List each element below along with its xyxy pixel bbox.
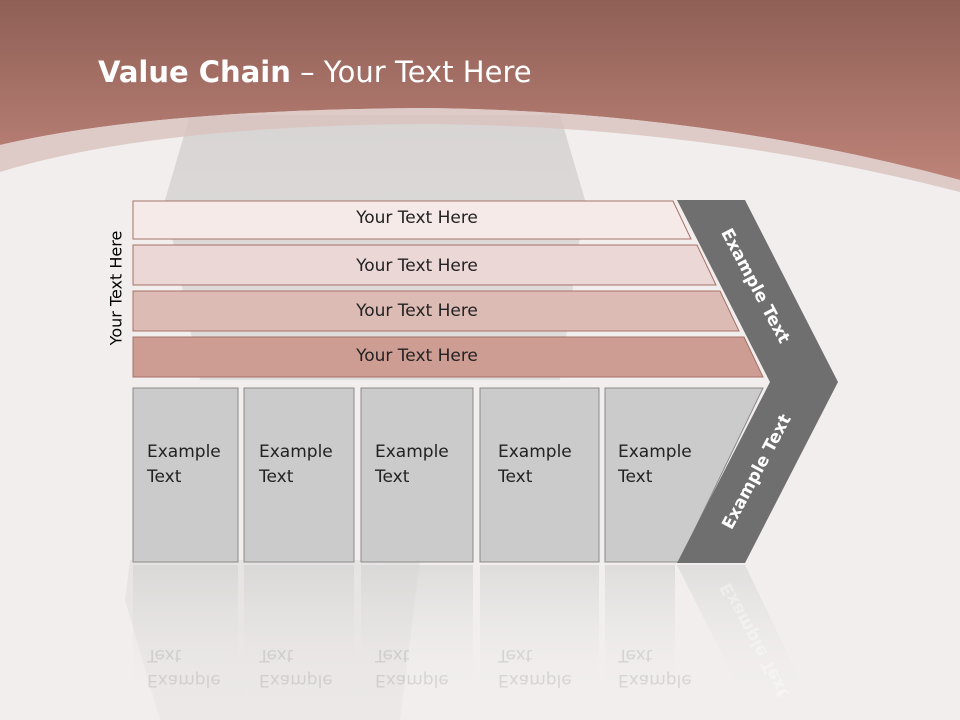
column-label-4-line1: Example <box>498 442 572 462</box>
row-bar-4 <box>132 336 764 378</box>
column-reflection-4 <box>480 565 599 700</box>
column-label-2-line2: Text <box>259 467 294 487</box>
title-rest: – Your Text Here <box>290 55 532 89</box>
chevron-reflection <box>677 565 810 700</box>
column-label-3-line2: Text <box>375 467 410 487</box>
column-reflection-text-3-line2: Text <box>375 645 410 665</box>
column-reflection-text-1: Example Text <box>147 642 221 692</box>
column-reflection-text-3-line1: Example <box>375 670 449 690</box>
column-reflection-text-2-line2: Text <box>259 645 294 665</box>
column-reflection-text-4-line2: Text <box>498 645 533 665</box>
slide-title: Value Chain – Your Text Here <box>98 55 532 89</box>
column-reflection-text-3: Example Text <box>375 642 449 692</box>
column-reflection-3 <box>361 565 473 700</box>
row-bar-3 <box>132 290 740 332</box>
column-reflection-5 <box>605 565 675 700</box>
column-label-4-line2: Text <box>498 467 533 487</box>
column-label-5-line1: Example <box>618 442 692 462</box>
row-label-3: Your Text Here <box>356 301 478 321</box>
column-reflection-text-5-line2: Text <box>618 645 653 665</box>
column-reflection-2 <box>244 565 354 700</box>
column-label-1-line2: Text <box>147 467 182 487</box>
column-reflection-text-5: Example Text <box>618 642 692 692</box>
column-box-2 <box>243 387 355 563</box>
row-bar-2 <box>132 244 717 286</box>
column-reflection-text-1-line2: Text <box>147 645 182 665</box>
header-band <box>0 0 960 180</box>
row-bar-1 <box>132 200 692 240</box>
row-label-4: Your Text Here <box>356 346 478 366</box>
column-box-1 <box>132 387 239 563</box>
header-band-lower <box>0 108 960 192</box>
column-reflection-text-2-line1: Example <box>259 670 333 690</box>
column-reflection-text-4-line1: Example <box>498 670 572 690</box>
column-reflection-text-1-line1: Example <box>147 670 221 690</box>
column-reflection-1 <box>133 565 238 700</box>
row-label-2: Your Text Here <box>356 256 478 276</box>
column-label-3-line1: Example <box>375 442 449 462</box>
column-label-5-line2: Text <box>618 467 653 487</box>
column-label-1-line1: Example <box>147 442 221 462</box>
row-label-1: Your Text Here <box>356 208 478 228</box>
column-label-2-line1: Example <box>259 442 333 462</box>
column-box-4 <box>479 387 600 563</box>
column-reflection-text-2: Example Text <box>259 642 333 692</box>
title-bold: Value Chain <box>98 55 291 89</box>
side-label: Your Text Here <box>106 230 126 346</box>
chevron-arrow <box>677 200 838 563</box>
column-reflection-text-4: Example Text <box>498 642 572 692</box>
column-box-3 <box>360 387 474 563</box>
column-reflection-text-5-line1: Example <box>618 670 692 690</box>
